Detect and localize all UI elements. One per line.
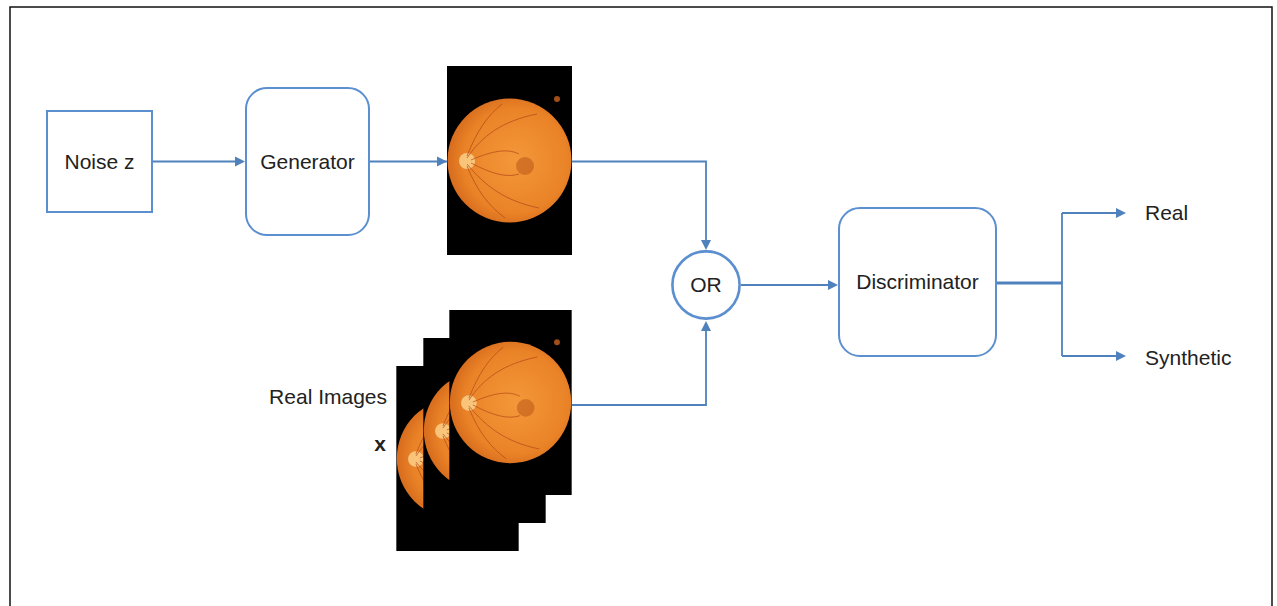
connector-line [153, 161, 237, 163]
arrowhead [828, 280, 838, 290]
label-text: Real [1145, 201, 1188, 225]
label-text: x [374, 432, 386, 456]
arrowhead [437, 157, 447, 167]
connector-line [741, 284, 830, 286]
connector [741, 280, 838, 290]
process-box: Generator [245, 87, 370, 236]
circle-shape [672, 251, 739, 318]
connector-line [370, 162, 706, 243]
or-circle: OR [671, 250, 741, 320]
process-box: Discriminator [838, 207, 997, 357]
node-text: Generator [260, 150, 355, 174]
connector [153, 157, 245, 167]
connector [370, 157, 711, 251]
node-text: Discriminator [856, 270, 979, 294]
arrowhead [701, 240, 711, 250]
input-box: Noise z [46, 110, 153, 213]
node-text: Noise z [64, 150, 134, 174]
node-text: OR [690, 273, 722, 297]
arrowhead [235, 157, 245, 167]
label-text: Real Images [269, 385, 387, 409]
label-text: Synthetic [1145, 346, 1231, 370]
